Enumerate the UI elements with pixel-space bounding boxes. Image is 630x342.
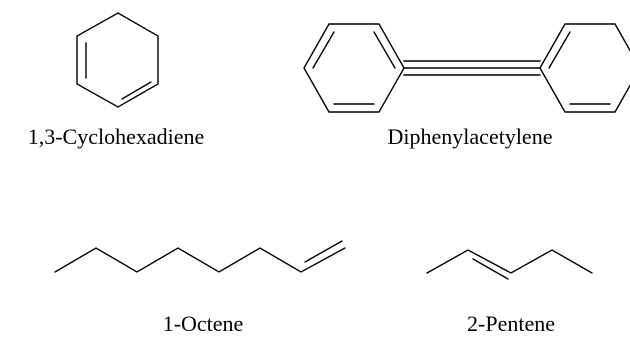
right-phenyl-double-bond-1 (548, 31, 571, 69)
cyclohexadiene-structure (76, 12, 159, 108)
label-2-pentene: 2-Pentene (467, 311, 555, 336)
octene-double-bond (304, 240, 343, 263)
right-phenyl-ring (539, 23, 630, 113)
left-phenyl-double-bond-3 (312, 31, 335, 69)
pentene-chain (426, 249, 593, 274)
pentene-double-bond (472, 258, 509, 280)
label-1-octene: 1-Octene (163, 311, 244, 336)
label-diphenylacetylene: Diphenylacetylene (388, 124, 553, 149)
cyclohexadiene-ring (76, 12, 159, 108)
octene-chain (54, 247, 346, 273)
cyclohexadiene-double-bond-2 (121, 81, 152, 100)
octene-structure (54, 240, 346, 273)
label-cyclohexadiene: 1,3-Cyclohexadiene (28, 124, 205, 149)
left-phenyl-double-bond-1 (373, 31, 396, 69)
pentene-structure (426, 249, 593, 280)
diphenylacetylene-structure (303, 23, 630, 113)
left-phenyl-ring (303, 23, 405, 113)
